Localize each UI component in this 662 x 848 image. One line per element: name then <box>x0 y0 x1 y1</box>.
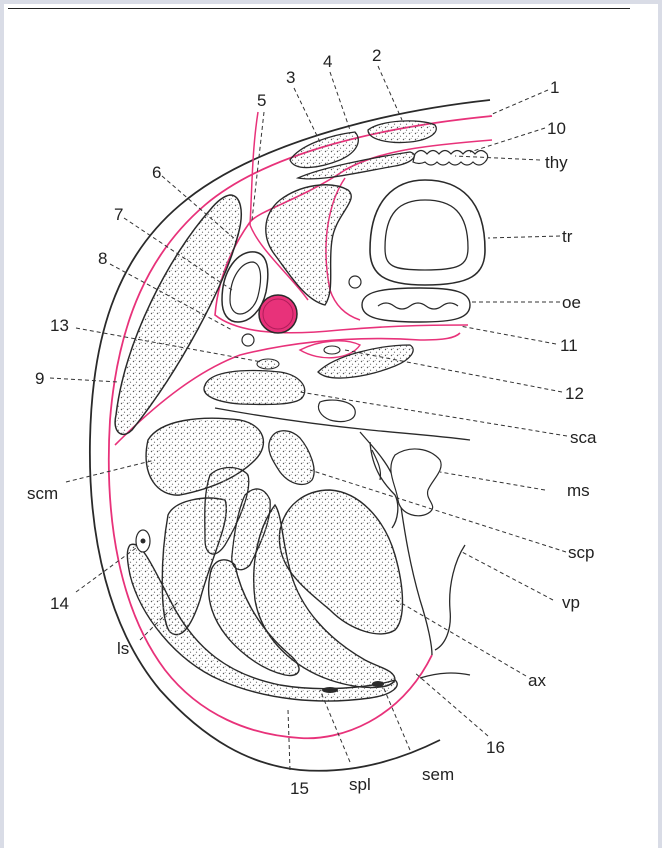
label-15: 15 <box>290 779 309 798</box>
label-3: 3 <box>286 68 295 87</box>
label-oe: oe <box>562 293 581 312</box>
label-12: 12 <box>565 384 584 403</box>
small-structure <box>322 687 338 693</box>
label-4: 4 <box>323 52 332 71</box>
vertebral-process <box>435 545 465 650</box>
leader-line <box>460 326 556 344</box>
leader-line <box>288 710 290 770</box>
small-dot <box>141 539 146 544</box>
vagus-nerve <box>242 334 254 346</box>
label-10: 10 <box>547 119 566 138</box>
scalene-anterior <box>204 371 305 405</box>
leader-line <box>488 236 560 238</box>
leader-line <box>378 66 402 120</box>
label-1: 1 <box>550 78 559 97</box>
leader-line <box>440 472 545 490</box>
label-sca: sca <box>570 428 597 447</box>
thyroid-gland <box>413 151 488 166</box>
label-2: 2 <box>372 46 381 65</box>
label-9: 9 <box>35 369 44 388</box>
outline-detail <box>420 673 470 678</box>
label-5: 5 <box>257 91 266 110</box>
leader-line <box>330 72 350 130</box>
leader-line <box>76 548 136 592</box>
label-spl: spl <box>349 775 371 794</box>
common-carotid-artery <box>259 295 297 333</box>
leader-line <box>490 90 548 115</box>
structure-13 <box>257 359 279 369</box>
leader-line <box>50 378 118 382</box>
label-vp: vp <box>562 593 580 612</box>
thyroid-lobe <box>266 185 351 305</box>
label-ms: ms <box>567 481 590 500</box>
label-14: 14 <box>50 594 69 613</box>
leader-line <box>252 112 264 220</box>
label-thy: thy <box>545 153 568 172</box>
label-8: 8 <box>98 249 107 268</box>
label-7: 7 <box>114 205 123 224</box>
fascia-line <box>250 112 258 225</box>
label-scp: scp <box>568 543 594 562</box>
label-tr: tr <box>562 227 573 246</box>
label-6: 6 <box>152 163 161 182</box>
label-scm: scm <box>27 484 58 503</box>
label-ls: ls <box>117 639 129 658</box>
label-sem: sem <box>422 765 454 784</box>
label-16: 16 <box>486 738 505 757</box>
leader-line <box>414 672 488 736</box>
small-structure <box>349 276 361 288</box>
label-11: 11 <box>560 336 578 355</box>
oesophagus <box>362 288 470 322</box>
leader-line <box>470 128 545 152</box>
leader-line <box>396 600 526 676</box>
scalene-posterior <box>269 431 314 485</box>
muscle-3 <box>290 132 358 168</box>
muscle-2 <box>368 121 436 143</box>
leader-line <box>66 460 155 482</box>
structure-12 <box>324 346 340 354</box>
leader-line <box>462 552 553 600</box>
label-ax: ax <box>528 671 546 690</box>
label-13: 13 <box>50 316 69 335</box>
trachea-lumen <box>385 200 468 270</box>
outline-shape <box>318 400 355 421</box>
leader-line <box>294 88 320 142</box>
